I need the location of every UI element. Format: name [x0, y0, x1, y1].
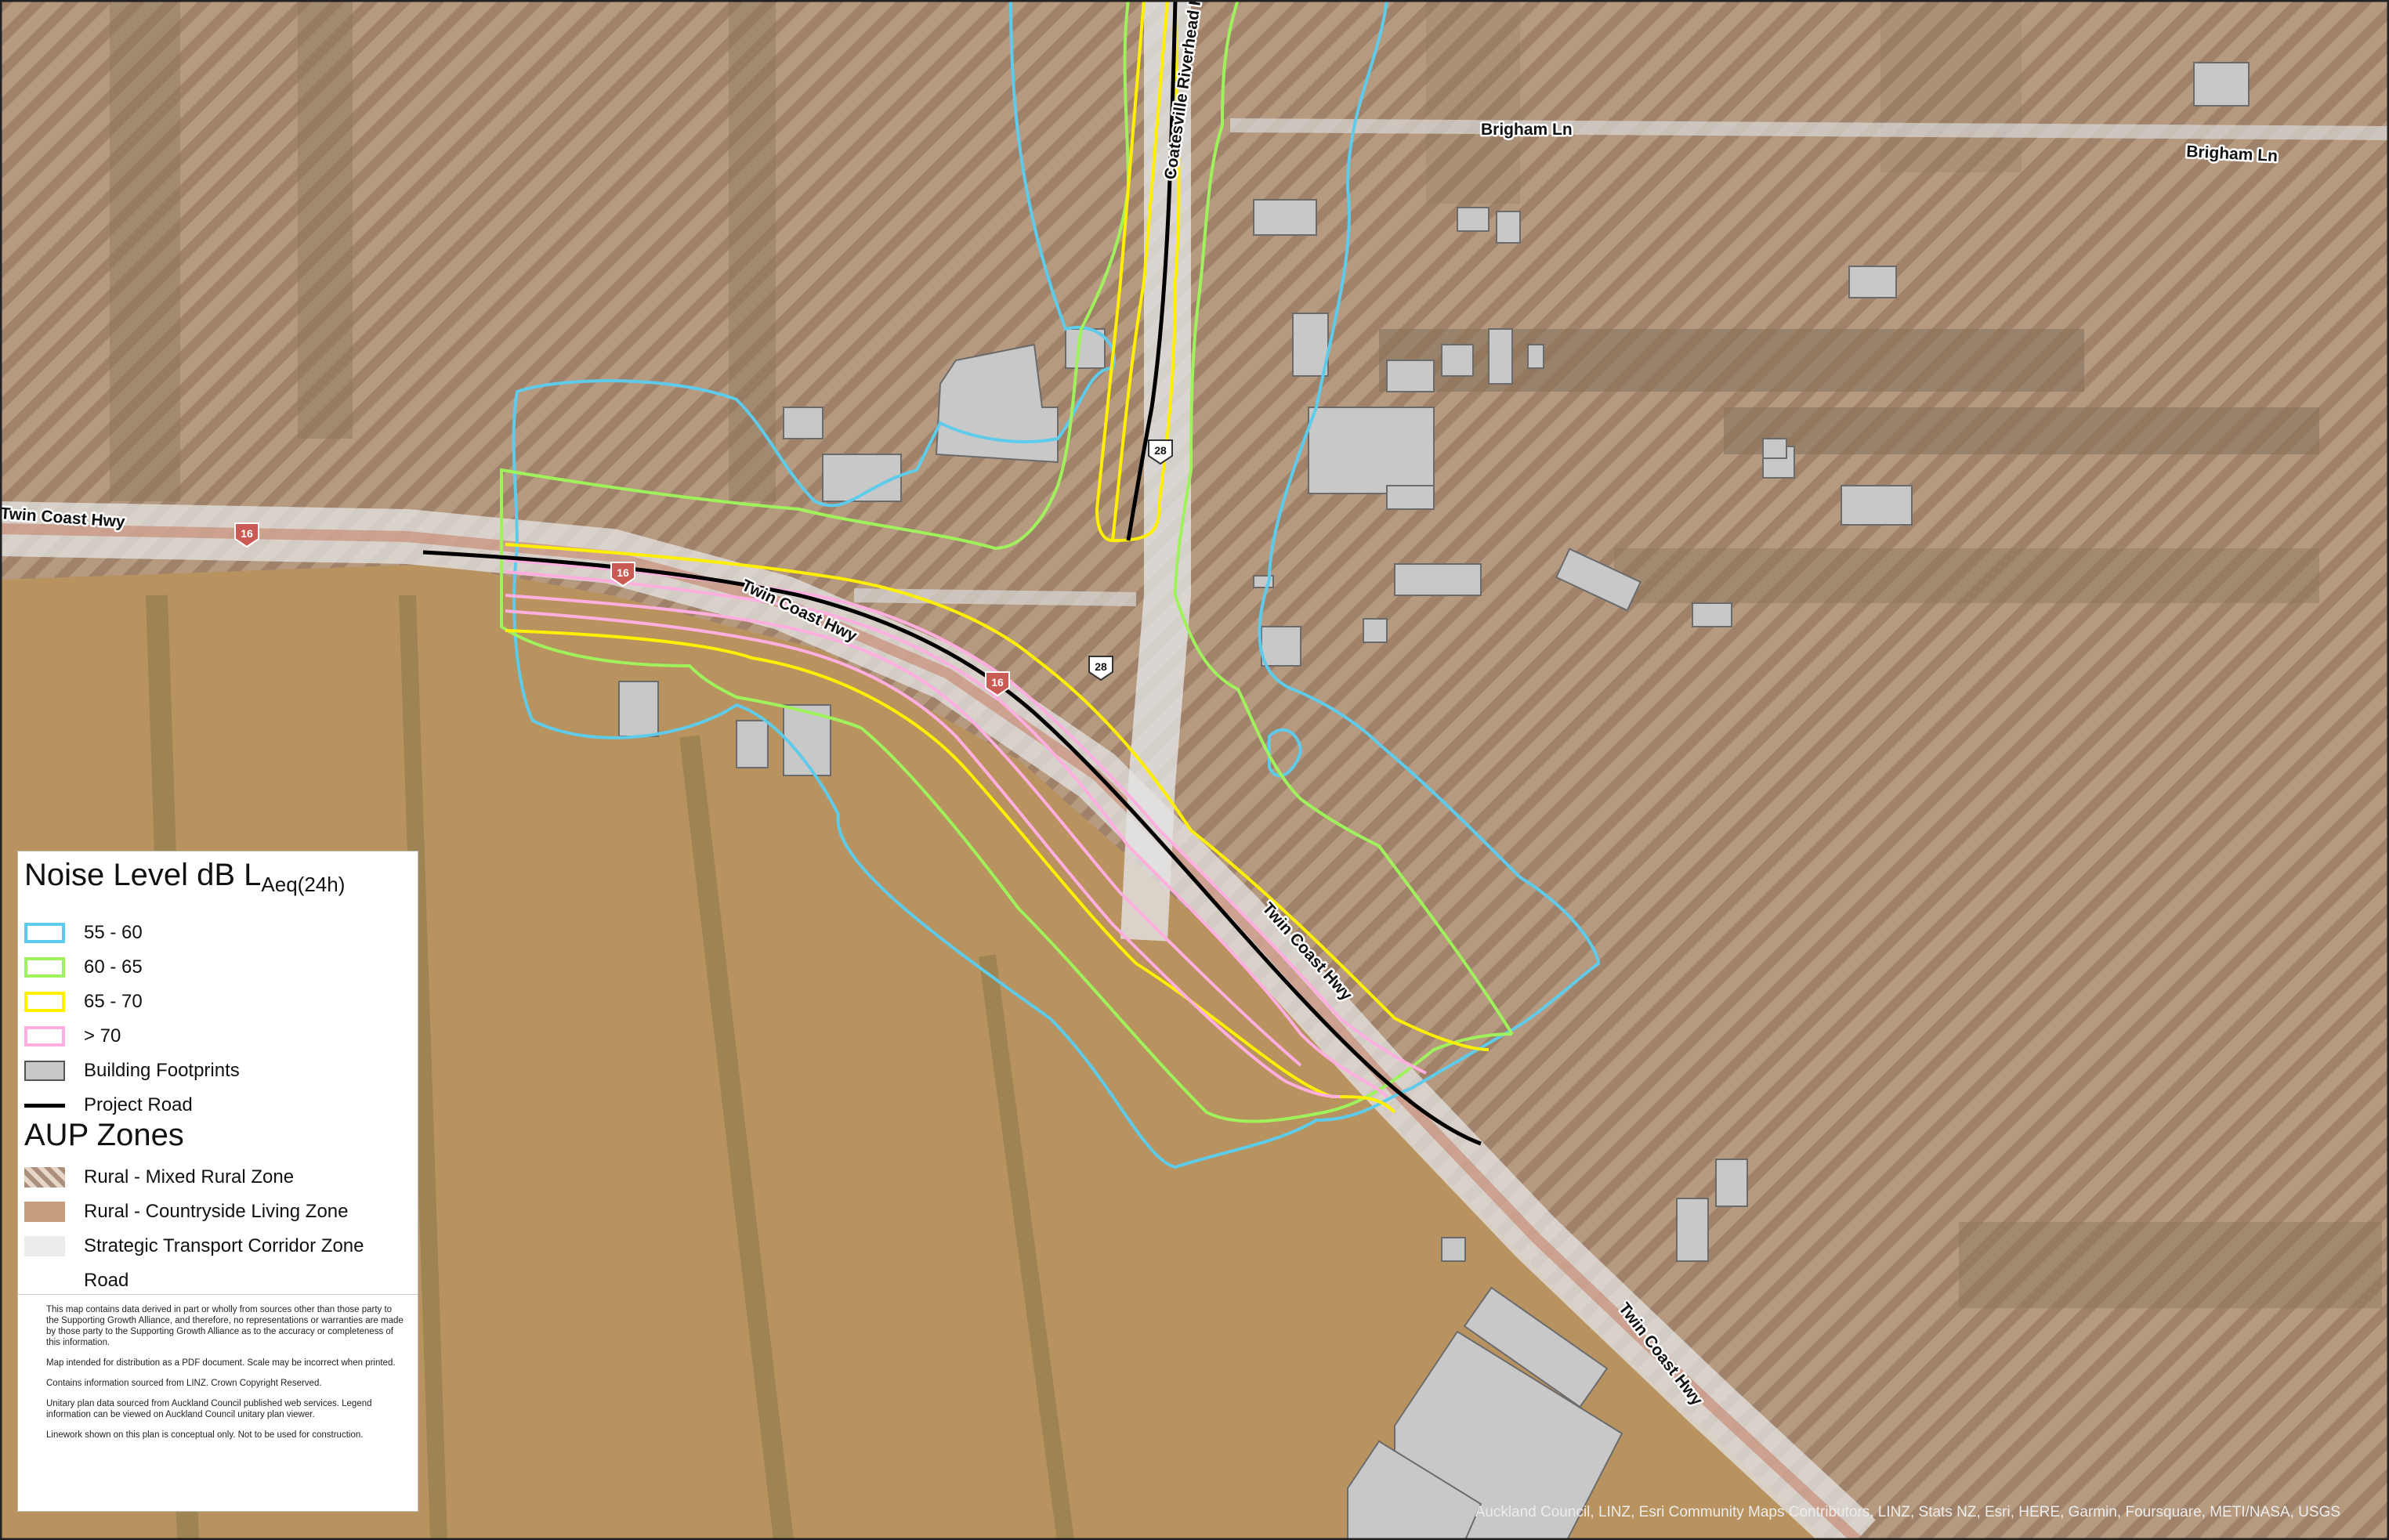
legend-item-mixed-rural: Rural - Mixed Rural Zone: [24, 1162, 294, 1193]
legend-noise-title-main: Noise Level dB L: [24, 858, 262, 892]
legend-noise-title: Noise Level dB LAeq(24h): [24, 858, 345, 897]
svg-text:28: 28: [1154, 444, 1167, 457]
legend-divider: [18, 1294, 418, 1295]
legend-item-project-road: Project Road: [24, 1090, 193, 1121]
legend-item-60-65: 60 - 65: [24, 952, 143, 983]
noise-contours-over-70: [505, 559, 1427, 1098]
project-road-north: [1126, 0, 1178, 541]
legend-notes: This map contains data derived in part o…: [46, 1304, 407, 1450]
svg-text:16: 16: [991, 676, 1004, 689]
shield-sh16-east: 16: [985, 671, 1010, 697]
legend-label-project-road: Project Road: [84, 1094, 193, 1115]
shield-sh16-mid: 16: [610, 562, 635, 587]
shield-sh16-west: 16: [234, 522, 259, 548]
legend-label-building-footprints: Building Footprints: [84, 1060, 240, 1081]
shield-sh28-north: 28: [1148, 439, 1173, 465]
swatch-strategic-transport: [24, 1236, 65, 1256]
note-unitary-plan: Unitary plan data sourced from Auckland …: [46, 1399, 372, 1419]
legend-label-mixed-rural: Rural - Mixed Rural Zone: [84, 1166, 295, 1188]
legend-label-strategic-transport: Strategic Transport Corridor Zone: [84, 1235, 364, 1256]
note-linz: Contains information sourced from LINZ. …: [46, 1379, 322, 1388]
legend-label-55-60: 55 - 60: [84, 922, 143, 943]
legend-item-countryside-living: Rural - Countryside Living Zone: [24, 1196, 349, 1227]
svg-text:16: 16: [241, 527, 253, 540]
legend-item-building-footprints: Building Footprints: [24, 1055, 240, 1086]
shield-sh28-south: 28: [1088, 656, 1113, 681]
note-disclaimer: This map contains data derived in part o…: [46, 1305, 404, 1347]
legend-label-65-70: 65 - 70: [84, 991, 143, 1012]
swatch-road: [24, 1271, 65, 1291]
legend-item-strategic-transport: Strategic Transport Corridor Zone: [24, 1231, 364, 1262]
legend-aup-title: AUP Zones: [24, 1118, 184, 1152]
legend-label-60-65: 60 - 65: [84, 956, 143, 978]
map-attribution: Auckland Council, LINZ, Esri Community M…: [1475, 1504, 2340, 1520]
legend-item-65-70: 65 - 70: [24, 986, 143, 1018]
swatch-65-70: [24, 992, 65, 1012]
legend-label-over-70: > 70: [84, 1025, 121, 1047]
legend-label-road: Road: [84, 1270, 129, 1291]
note-linework: Linework shown on this plan is conceptua…: [46, 1430, 364, 1440]
swatch-55-60: [24, 923, 65, 943]
zone-countryside-living: [0, 564, 1826, 1540]
legend-label-countryside-living: Rural - Countryside Living Zone: [84, 1201, 349, 1222]
label-brigham-ln-1: Brigham Ln: [1481, 121, 1573, 139]
swatch-project-road: [24, 1103, 65, 1108]
swatch-over-70: [24, 1026, 65, 1047]
svg-text:16: 16: [617, 566, 629, 579]
noise-contours-55-60: [512, 0, 1601, 1169]
swatch-countryside-living: [24, 1202, 65, 1222]
legend-panel: Noise Level dB LAeq(24h) 55 - 60 60 - 65…: [17, 851, 418, 1512]
legend-item-road: Road: [24, 1265, 128, 1296]
legend-item-over-70: > 70: [24, 1021, 121, 1052]
note-pdf-scale: Map intended for distribution as a PDF d…: [46, 1358, 396, 1368]
svg-text:28: 28: [1095, 660, 1107, 673]
noise-contours-60-65: [499, 0, 1514, 1123]
legend-item-55-60: 55 - 60: [24, 917, 143, 949]
swatch-60-65: [24, 957, 65, 978]
legend-noise-title-sub: Aeq(24h): [261, 873, 346, 896]
swatch-building-footprints: [24, 1061, 65, 1081]
swatch-mixed-rural: [24, 1167, 65, 1188]
noise-contours-65-70: [505, 0, 1490, 1114]
project-road-main: [422, 550, 1482, 1146]
